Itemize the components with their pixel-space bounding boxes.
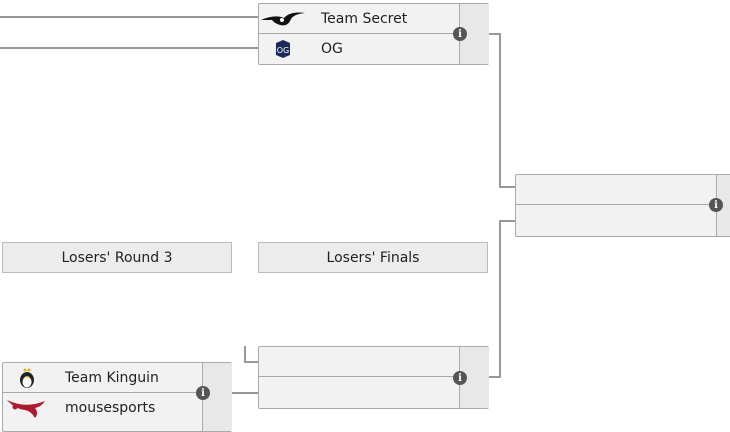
- team-row[interactable]: [259, 377, 460, 407]
- connector: [244, 361, 258, 363]
- og-logo-icon: OG: [259, 39, 307, 59]
- mousesports-logo-icon: [3, 397, 51, 419]
- connector: [0, 47, 258, 49]
- team-name: mousesports: [65, 400, 156, 416]
- info-icon[interactable]: i: [196, 386, 210, 400]
- team-row[interactable]: mousesports: [3, 393, 203, 423]
- team-name: Team Secret: [321, 10, 408, 27]
- match-losers-round-3[interactable]: Team Kinguin mousesports: [2, 362, 232, 432]
- team-name: Team Kinguin: [65, 369, 159, 386]
- team-kinguin-logo-icon: [3, 367, 51, 389]
- connector: [499, 33, 501, 188]
- team-name: OG: [321, 41, 343, 57]
- info-icon[interactable]: i: [453, 27, 467, 41]
- connector: [231, 392, 258, 394]
- round-header-losers-round-3: Losers' Round 3: [2, 242, 232, 273]
- team-row[interactable]: [259, 347, 460, 377]
- info-icon[interactable]: i: [453, 371, 467, 385]
- svg-text:OG: OG: [277, 46, 290, 55]
- team-row[interactable]: OG OG: [259, 34, 460, 64]
- connector: [499, 220, 501, 378]
- team-secret-logo-icon: [259, 10, 307, 28]
- info-icon[interactable]: i: [709, 198, 723, 212]
- match-grand-final[interactable]: [515, 174, 730, 237]
- team-row[interactable]: Team Kinguin: [3, 363, 203, 393]
- team-row[interactable]: Team Secret: [259, 4, 460, 34]
- team-row[interactable]: [516, 205, 716, 235]
- connector: [0, 16, 258, 18]
- round-header-losers-finals: Losers' Finals: [258, 242, 488, 273]
- connector: [488, 33, 501, 35]
- team-row[interactable]: [516, 175, 716, 205]
- connector: [499, 186, 515, 188]
- connector: [499, 220, 515, 222]
- connector: [244, 346, 246, 362]
- connector: [488, 376, 501, 378]
- match-losers-final[interactable]: [258, 346, 489, 409]
